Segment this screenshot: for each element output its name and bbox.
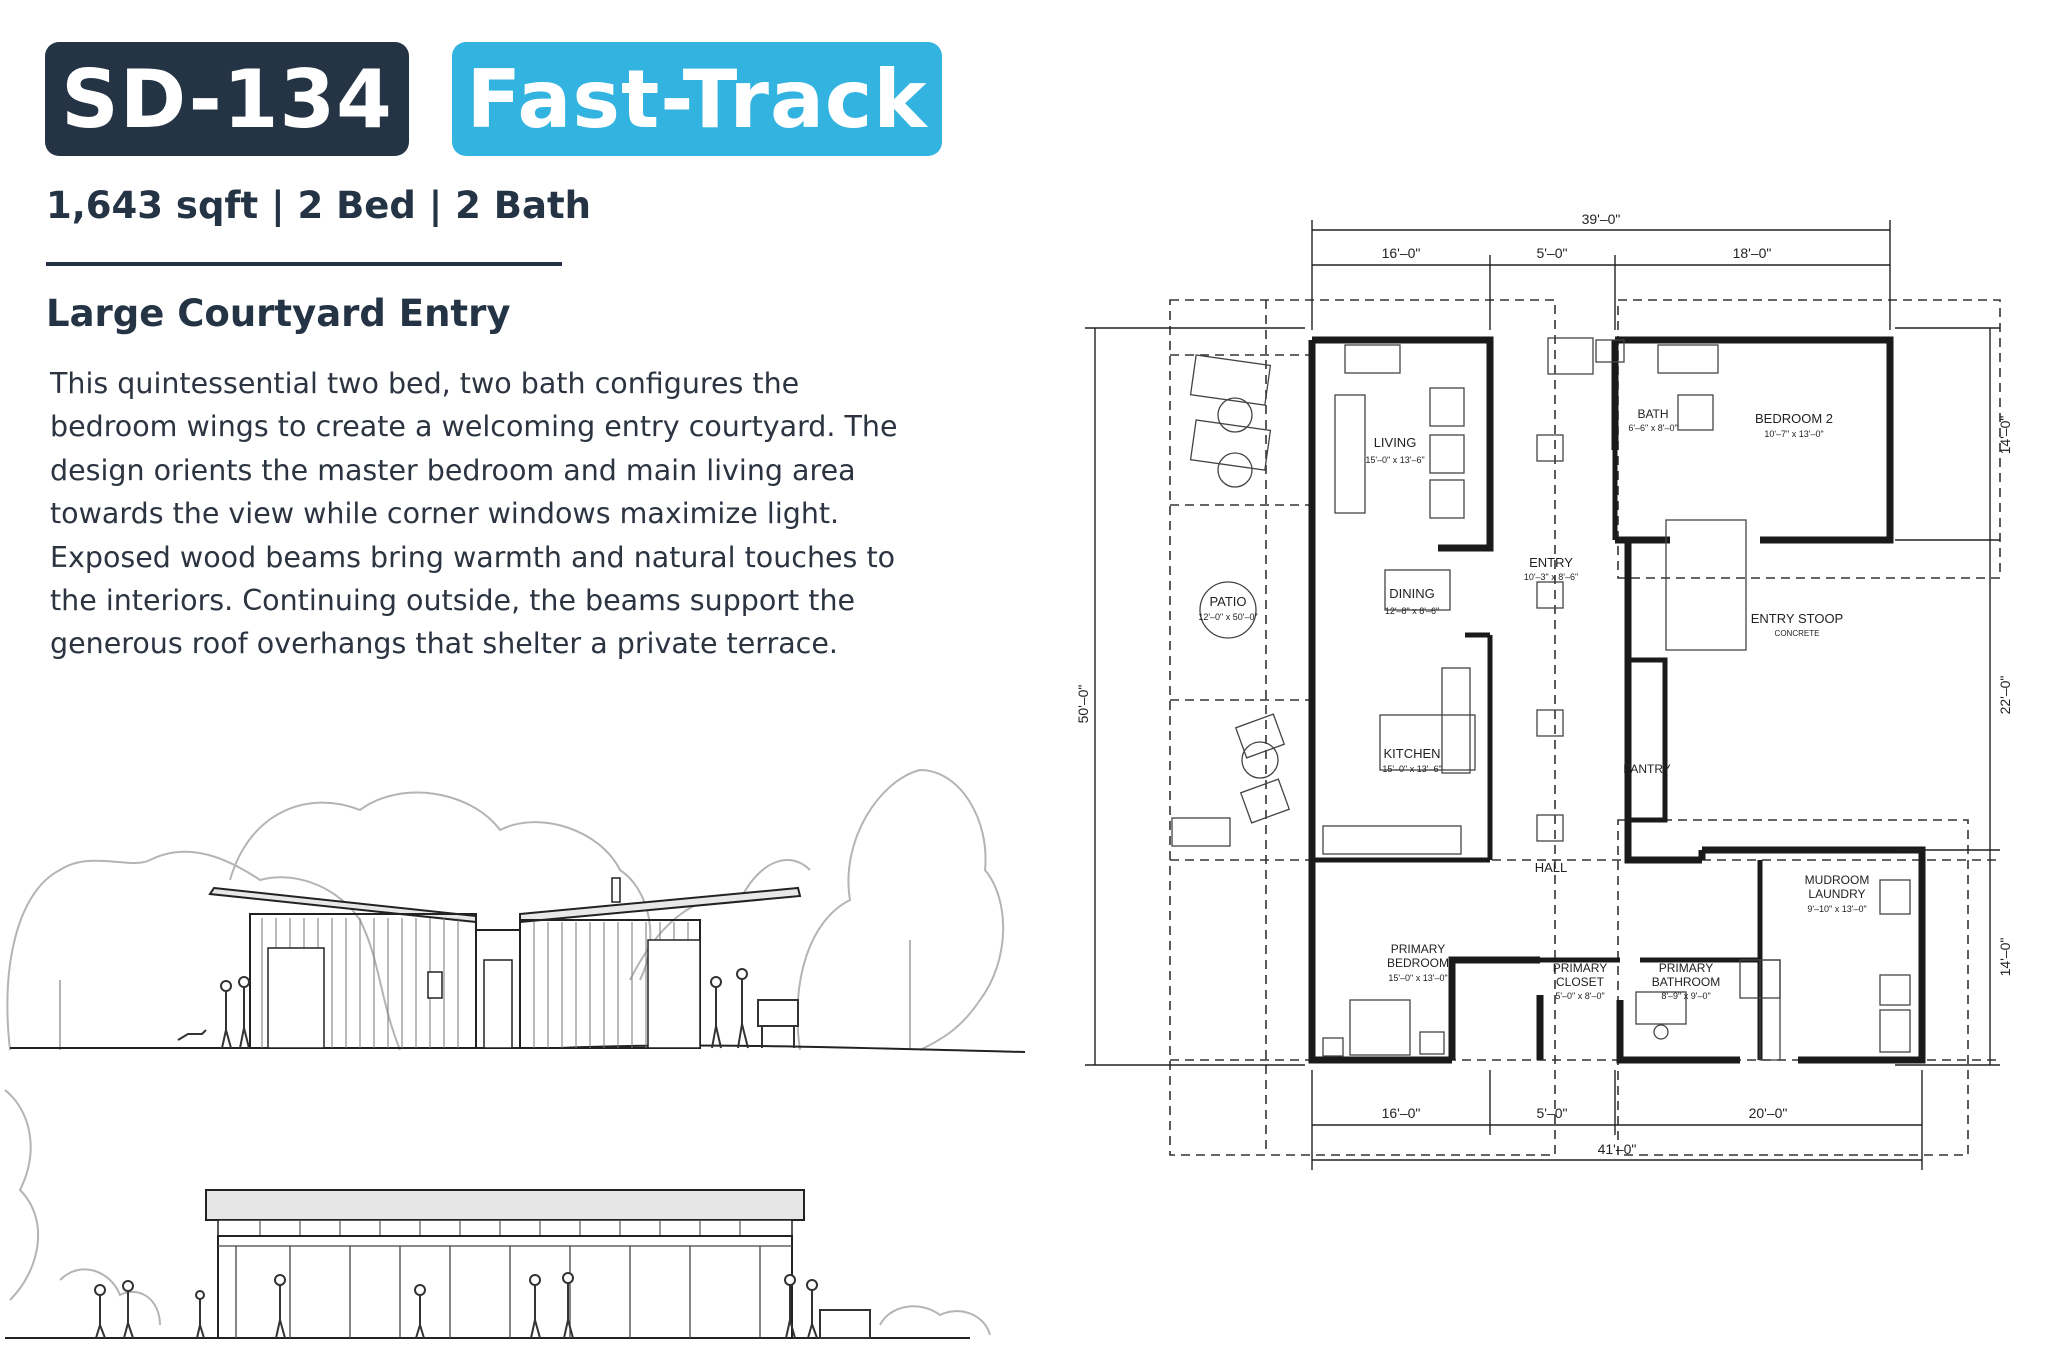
rear-glazing <box>217 1235 793 1339</box>
room-patio-size: 12'–0" x 50'–0" <box>1198 612 1257 622</box>
room-entry-stoop-material: CONCRETE <box>1775 629 1820 638</box>
top-dimensions <box>1311 220 1891 330</box>
rear-elevation-sketch <box>4 1089 991 1339</box>
room-primary-closet-l1: PRIMARY <box>1553 961 1607 975</box>
plan-specs: 1,643 sqft | 2 Bed | 2 Bath <box>46 184 591 227</box>
room-bedroom-2: BEDROOM 2 <box>1755 411 1833 426</box>
furniture <box>1171 337 1911 1061</box>
left-window <box>267 947 325 1049</box>
bottom-dimensions <box>1311 1070 1923 1170</box>
dim-bottom-mid: 5'–0" <box>1536 1105 1567 1121</box>
dim-top-total: 39'–0" <box>1582 211 1621 227</box>
right-window <box>647 939 701 1049</box>
patio-furniture <box>1189 354 1291 824</box>
description-line: design orients the master bedroom and ma… <box>50 453 856 487</box>
room-pantry: PANTRY <box>1623 762 1671 776</box>
front-elevation-sketch <box>6 768 1026 1053</box>
room-primary-bathroom-l1: PRIMARY <box>1659 961 1713 975</box>
description-line: generous roof overhangs that shelter a p… <box>50 627 838 661</box>
room-bedroom-2-size: 10'–7" x 13'–0" <box>1764 429 1823 439</box>
description-line: Exposed wood beams bring warmth and natu… <box>50 540 896 574</box>
room-living-size: 15'–0" x 13'–6" <box>1365 455 1424 465</box>
room-primary-bedroom-size: 15'–0" x 13'–0" <box>1388 973 1447 983</box>
room-primary-bedroom-l2: BEDROOM <box>1387 956 1449 970</box>
dim-right-top: 14'–0" <box>1997 416 2013 455</box>
dim-bottom-left: 16'–0" <box>1382 1105 1421 1121</box>
room-mudroom-size: 9'–10" x 13'–0" <box>1807 904 1866 914</box>
tree-outline <box>796 768 1005 1051</box>
room-primary-closet-l2: CLOSET <box>1556 975 1605 989</box>
room-mudroom: MUDROOM <box>1805 873 1870 887</box>
plan-code-badge: SD-134 <box>45 42 409 156</box>
description-line: the interiors. Continuing outside, the b… <box>50 584 856 618</box>
roof-overhang-bottom-right <box>1617 819 1969 1156</box>
dim-top-right: 18'–0" <box>1733 245 1772 261</box>
shrub-outline <box>879 1305 991 1336</box>
room-living: LIVING <box>1374 435 1417 450</box>
plan-description: This quintessential two bed, two bath co… <box>50 362 1010 666</box>
clerestory <box>217 1219 793 1237</box>
room-laundry: LAUNDRY <box>1808 887 1865 901</box>
room-bath-size: 6'–6" x 8'–0" <box>1628 423 1677 433</box>
shrub-outline <box>59 1268 161 1326</box>
chimney <box>611 877 621 903</box>
hall-columns <box>1536 434 1564 842</box>
tree-outline <box>229 791 652 981</box>
description-line: bedroom wings to create a welcoming entr… <box>50 410 898 444</box>
dim-top-left: 16'–0" <box>1382 245 1421 261</box>
tree-outline <box>6 850 401 1051</box>
room-entry: ENTRY <box>1529 555 1573 570</box>
description-line: towards the view while corner windows ma… <box>50 497 840 531</box>
description-line: This quintessential two bed, two bath co… <box>50 367 800 400</box>
room-primary-bathroom-size: 8'–9" x 9'–0" <box>1661 991 1710 1001</box>
room-kitchen: KITCHEN <box>1383 746 1440 761</box>
rear-roof <box>205 1189 805 1221</box>
dim-bottom-right: 20'–0" <box>1749 1105 1788 1121</box>
divider <box>46 262 562 266</box>
tree-outline <box>4 1089 40 1301</box>
room-primary-closet-size: 5'–0" x 8'–0" <box>1555 991 1604 1001</box>
ground-line <box>10 1044 1026 1053</box>
room-entry-stoop: ENTRY STOOP <box>1751 611 1843 626</box>
room-kitchen-size: 15'–0" x 13'–6" <box>1382 764 1441 774</box>
room-primary-bathroom-l2: BATHROOM <box>1652 975 1720 989</box>
exterior-walls <box>1308 336 1926 1064</box>
room-entry-size: 10'–3" x 8'–6" <box>1524 572 1578 582</box>
room-dining-size: 12'–8" x 8'–6" <box>1385 606 1439 616</box>
dim-right-bottom: 14'–0" <box>1997 938 2013 977</box>
room-patio: PATIO <box>1209 594 1246 609</box>
people-figures <box>94 1272 871 1339</box>
side-dimensions <box>1085 327 2000 1066</box>
room-bath: BATH <box>1637 407 1668 421</box>
dim-left-total: 50'–0" <box>1075 685 1091 724</box>
plan-subtitle: Large Courtyard Entry <box>46 292 511 335</box>
room-hall: HALL <box>1535 860 1568 875</box>
dim-top-mid: 5'–0" <box>1536 245 1567 261</box>
dim-bottom-total: 41'–0" <box>1598 1141 1637 1157</box>
people-figures <box>177 968 799 1049</box>
roof-overhang-left <box>1169 299 1556 1156</box>
room-dining: DINING <box>1389 586 1435 601</box>
room-primary-bedroom-l1: PRIMARY <box>1391 942 1445 956</box>
dim-right-mid: 22'–0" <box>1997 676 2013 715</box>
right-roof <box>519 886 802 924</box>
fast-track-badge: Fast-Track <box>452 42 942 156</box>
floor-plan: 39'–0" 16'–0" 5'–0" 18'–0" 16'–0" 5'–0" … <box>1075 211 2013 1170</box>
